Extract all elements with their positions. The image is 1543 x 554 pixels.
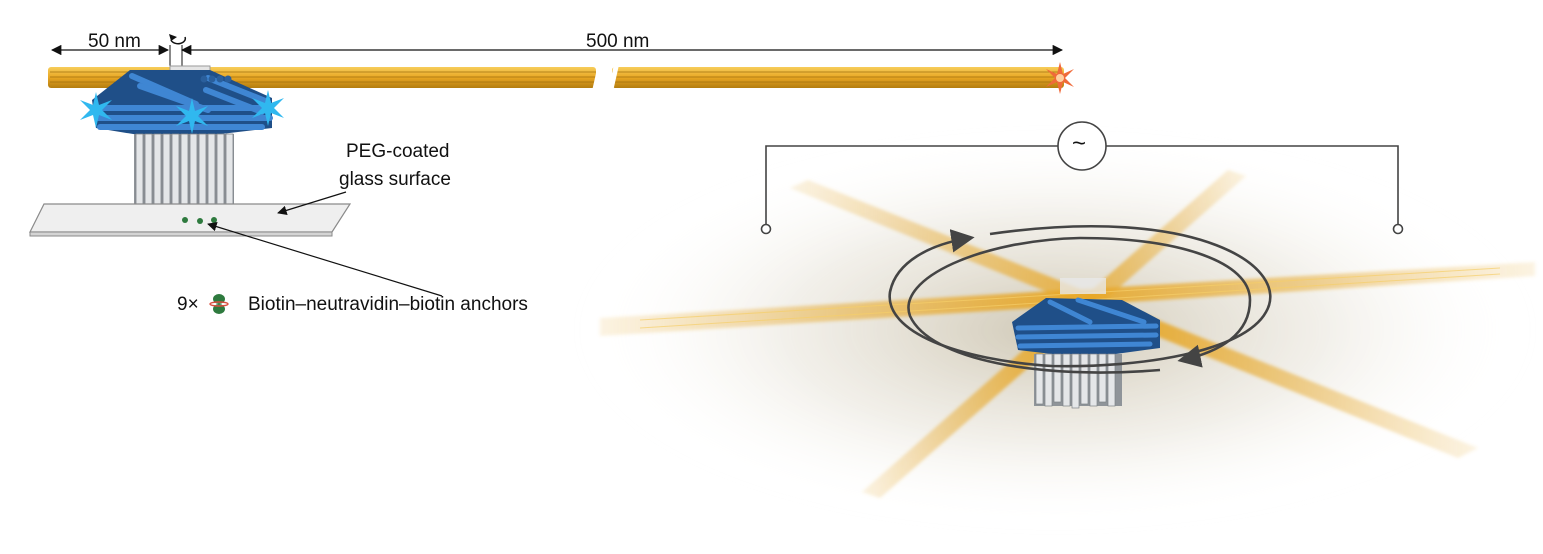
ac-circuit: [760, 145, 1404, 235]
anchor-pointer: [207, 221, 443, 297]
surface-pointer: [277, 191, 347, 216]
ac-source-icon: [1057, 121, 1107, 171]
surface-label-line2: glass surface: [339, 169, 451, 190]
rotation-arrow-icon: [169, 34, 187, 45]
fluorescent-star-icon: [80, 90, 284, 134]
ac-source-symbol: ~: [1072, 130, 1087, 157]
pillar-bundle-side: [134, 133, 234, 219]
dimension-label-500nm: 500 nm: [586, 31, 650, 52]
fluorescent-star-icon: [1046, 62, 1074, 94]
anchor-icon: [209, 294, 229, 314]
rotation-arrows: [888, 225, 1272, 374]
anchor-label: Biotin–neutravidin–biotin anchors: [248, 294, 528, 315]
glass-surface: [29, 203, 352, 237]
perspective-scene: [575, 130, 1535, 530]
anchor-count: 9×: [177, 294, 199, 315]
surface-label-line1: PEG-coated: [346, 141, 450, 162]
dimension-label-50nm: 50 nm: [88, 31, 141, 52]
platform-blue-side: [92, 70, 273, 140]
